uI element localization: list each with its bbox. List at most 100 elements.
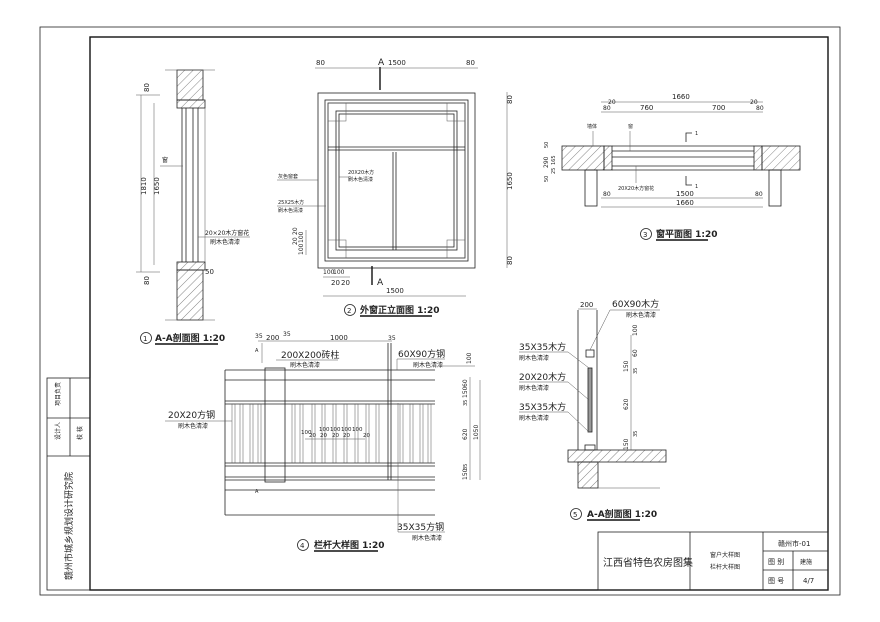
dim-text: 1500	[388, 59, 406, 67]
baluster	[427, 403, 432, 464]
sheet-label: 图 号	[768, 577, 784, 585]
sheet-value: 4/7	[803, 577, 814, 585]
dim-text: 150	[462, 386, 469, 398]
note: 25X25木方	[278, 199, 304, 206]
category-label: 图 别	[768, 557, 784, 566]
category-value: 建施	[800, 558, 812, 566]
dim-text: 50	[205, 268, 214, 276]
note: 刷木色清漆	[178, 422, 208, 430]
drawing-1-window-section: 80 1810 1650 80 50 窗 20×20木方窗花 刷木色清漆 1 A…	[136, 69, 250, 345]
note: 刷木色清漆	[626, 311, 656, 319]
baluster	[375, 403, 380, 464]
section-mark: A	[378, 58, 385, 68]
dim-text: 100	[333, 269, 345, 276]
dim-text: 80	[603, 191, 611, 198]
baluster	[399, 403, 404, 464]
note: 60X90方钢	[398, 348, 445, 360]
dim-text: 100	[323, 269, 335, 276]
dim-text: 60	[632, 349, 639, 357]
note: 35X35方钢	[397, 521, 444, 533]
dim-text: 620	[462, 428, 469, 440]
dim-text: 80	[466, 59, 475, 67]
dim-text: 20	[343, 433, 350, 439]
drawing-name-window: 窗户大样图	[710, 551, 740, 559]
dim-text: 80	[603, 105, 611, 112]
drawing-number: 2	[347, 307, 351, 315]
institute-name: 赣州市城乡规划设计研究院	[63, 472, 75, 580]
dim-text: 80	[506, 256, 514, 265]
note: 20X20方钢	[168, 409, 215, 421]
note: 刷木色清漆	[519, 414, 549, 422]
note: 刷木色清漆	[210, 238, 240, 246]
dim-text: 20	[332, 433, 339, 439]
baluster	[321, 403, 326, 464]
dim-text: 25	[551, 168, 557, 174]
dim-text: 35	[463, 400, 469, 406]
dim-text: 20	[363, 433, 370, 439]
section-mark: A	[377, 278, 384, 288]
note: 刷木色清漆	[412, 534, 442, 542]
title-block: 江西省特色农房图集 窗户大样图 栏杆大样图 赣州市-01 图 别 建施 图 号 …	[597, 531, 829, 591]
dim-text: 700	[712, 104, 725, 112]
note: 20X20木方	[519, 371, 566, 383]
baluster	[299, 403, 304, 464]
dim-text: 1660	[672, 93, 690, 101]
dim-text: 20	[341, 279, 350, 287]
note: 刷木色清漆	[519, 384, 549, 392]
cut-mark: 1	[695, 131, 698, 137]
dim-text: 35	[633, 431, 639, 437]
dim-text: 80	[316, 59, 325, 67]
drawing-name-railing: 栏杆大样图	[710, 563, 740, 571]
note: 墙体	[587, 123, 597, 130]
baluster	[332, 403, 337, 464]
drawing-number: 1	[143, 335, 147, 343]
drawing-number: 4	[300, 542, 305, 550]
baluster	[409, 403, 414, 464]
side-title-block: 设计人 校 核 项目负责 赣州市城乡规划设计研究院	[46, 377, 91, 591]
dim-text: 50	[544, 176, 550, 182]
baluster	[231, 403, 236, 464]
dim-text: 100	[319, 427, 330, 433]
baluster	[249, 403, 254, 464]
note: 窗	[628, 123, 633, 130]
note: 200X200砖柱	[281, 349, 340, 361]
dim-text: 150	[623, 360, 630, 372]
note: 灰色窗套	[278, 173, 298, 180]
dim-text: 1000	[330, 334, 348, 342]
note: 60X90木方	[612, 298, 659, 310]
drawing-number: 5	[573, 511, 577, 519]
dim-text: 20	[309, 433, 316, 439]
baluster	[419, 403, 424, 464]
note: 20X20木方	[348, 169, 374, 176]
drawing-5-railing-section: 200 100 60 150 35 620 35 150 60X90木方 刷木色…	[519, 298, 667, 521]
cut-mark: 1	[695, 184, 698, 190]
dim-text: 165	[551, 155, 557, 165]
role-lead: 项目负责	[54, 382, 62, 406]
dim-text: 80	[143, 83, 151, 92]
drawing-2-window-elevation: A A 80 1500 80 80 1650 80 100 100 20 20 …	[277, 58, 514, 317]
dim-text: 100	[330, 427, 341, 433]
note: 35X35木方	[519, 341, 566, 353]
baluster	[354, 403, 359, 464]
dim-text: 150	[462, 468, 469, 480]
dim-text: 620	[623, 398, 630, 410]
drawing-3-window-plan: 1660 20 80 760 700 20 80 80 1500 80 1660…	[543, 93, 801, 241]
region-code: 赣州市-01	[778, 539, 810, 548]
note: 20×20木方窗花	[205, 229, 249, 237]
dim-text: 50	[544, 142, 550, 148]
dim-text: 35	[388, 335, 396, 342]
dim-text: 20	[320, 433, 327, 439]
dim-text: 20	[331, 279, 340, 287]
dim-text: 1650	[506, 172, 514, 190]
note: 刷木色清漆	[290, 361, 320, 369]
baluster	[291, 403, 296, 464]
section-mark: A	[255, 489, 259, 495]
note: 刷木色清漆	[278, 207, 303, 214]
inner-border	[89, 36, 829, 591]
dim-text: 20	[750, 99, 758, 106]
drawing-title: 栏杆大样图 1:20	[314, 539, 385, 551]
drawing-title: 外窗正立面图 1:20	[359, 304, 440, 316]
baluster	[343, 403, 348, 464]
dim-text: 35	[283, 331, 291, 338]
